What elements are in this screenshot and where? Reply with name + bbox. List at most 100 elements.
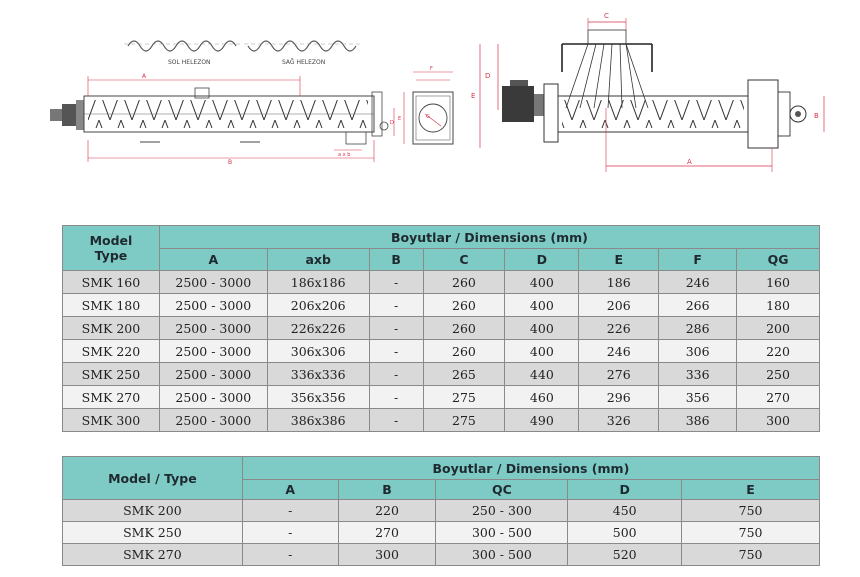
column-header-a: A — [158, 248, 268, 271]
column-header-b: B — [337, 479, 437, 500]
value-cell: - — [368, 408, 424, 432]
sag-helezon-label: SAĞ HELEZON — [282, 59, 325, 66]
value-cell: 750 — [681, 521, 820, 544]
column-header-qc: QC — [435, 479, 569, 500]
value-cell: 226x226 — [266, 316, 370, 340]
value-cell: 440 — [504, 362, 580, 386]
value-cell: 386x386 — [266, 408, 370, 432]
model-cell: SMK 220 — [62, 339, 160, 363]
value-cell: 266 — [658, 293, 738, 317]
column-header-axb: axb — [266, 248, 370, 271]
value-cell: - — [241, 521, 339, 544]
conveyor-with-hopper-right: C D E A B — [471, 12, 825, 172]
model-type-header: Model Type — [62, 225, 160, 271]
value-cell: 260 — [422, 316, 506, 340]
value-cell: 160 — [736, 270, 820, 294]
value-cell: 286 — [658, 316, 738, 340]
model-cell: SMK 250 — [62, 362, 160, 386]
value-cell: 2500 - 3000 — [158, 293, 268, 317]
value-cell: 250 — [736, 362, 820, 386]
value-cell: 2500 - 3000 — [158, 385, 268, 409]
value-cell: 296 — [578, 385, 660, 409]
value-cell: 260 — [422, 339, 506, 363]
dimensions-group-header: Boyutlar / Dimensions (mm) — [158, 225, 821, 249]
column-header-e: E — [578, 248, 660, 271]
value-cell: 400 — [504, 293, 580, 317]
value-cell: 186x186 — [266, 270, 370, 294]
value-cell: 460 — [504, 385, 580, 409]
value-cell: 270 — [736, 385, 820, 409]
value-cell: 200 — [736, 316, 820, 340]
value-cell: 2500 - 3000 — [158, 270, 268, 294]
dim-b-right: B — [814, 112, 819, 120]
dimensions-table-2: Model / Type Boyutlar / Dimensions (mm) … — [62, 456, 821, 566]
dimensions-group-header-2: Boyutlar / Dimensions (mm) — [241, 456, 821, 480]
dim-axb-left: a x b — [338, 152, 350, 158]
value-cell: 336x336 — [266, 362, 370, 386]
dim-d-right: D — [485, 72, 490, 80]
value-cell: 260 — [422, 293, 506, 317]
column-header-d: D — [567, 479, 683, 500]
value-cell: - — [368, 385, 424, 409]
value-cell: 356x356 — [266, 385, 370, 409]
value-cell: - — [241, 499, 339, 522]
value-cell: 750 — [681, 543, 820, 566]
value-cell: 306x306 — [266, 339, 370, 363]
model-header-line1: Model — [89, 233, 133, 248]
column-header-b: B — [368, 248, 424, 271]
dim-c-right: C — [604, 12, 609, 20]
value-cell: - — [368, 339, 424, 363]
dim-f-end: F — [430, 66, 433, 72]
model-cell: SMK 270 — [62, 543, 243, 566]
value-cell: 500 — [567, 521, 683, 544]
value-cell: 520 — [567, 543, 683, 566]
dim-g-end: G — [426, 114, 430, 120]
model-cell: SMK 250 — [62, 521, 243, 544]
value-cell: - — [241, 543, 339, 566]
column-header-d: D — [504, 248, 580, 271]
model-cell: SMK 200 — [62, 316, 160, 340]
value-cell: 300 — [337, 543, 437, 566]
value-cell: 180 — [736, 293, 820, 317]
value-cell: 275 — [422, 385, 506, 409]
value-cell: 400 — [504, 339, 580, 363]
column-header-a: A — [241, 479, 339, 500]
value-cell: 300 — [736, 408, 820, 432]
value-cell: 336 — [658, 362, 738, 386]
value-cell: 750 — [681, 499, 820, 522]
value-cell: 450 — [567, 499, 683, 522]
value-cell: 250 - 300 — [435, 499, 569, 522]
model-cell: SMK 160 — [62, 270, 160, 294]
value-cell: 386 — [658, 408, 738, 432]
column-header-c: C — [422, 248, 506, 271]
value-cell: - — [368, 362, 424, 386]
value-cell: 246 — [578, 339, 660, 363]
sol-helezon-label: SOL HELEZON — [168, 59, 211, 66]
value-cell: 206x206 — [266, 293, 370, 317]
value-cell: 326 — [578, 408, 660, 432]
value-cell: 306 — [658, 339, 738, 363]
dim-a-right: A — [687, 158, 692, 166]
end-view: G F E — [398, 66, 454, 145]
column-header-f: F — [658, 248, 738, 271]
value-cell: 275 — [422, 408, 506, 432]
value-cell: 276 — [578, 362, 660, 386]
column-header-qg: QG — [736, 248, 820, 271]
value-cell: 300 - 500 — [435, 521, 569, 544]
model-cell: SMK 180 — [62, 293, 160, 317]
model-cell: SMK 300 — [62, 408, 160, 432]
sag-helezon-sample: SAĞ HELEZON — [244, 40, 360, 66]
sol-helezon-sample: SOL HELEZON — [124, 40, 240, 66]
value-cell: 246 — [658, 270, 738, 294]
value-cell: 300 - 500 — [435, 543, 569, 566]
value-cell: 206 — [578, 293, 660, 317]
model-cell: SMK 200 — [62, 499, 243, 522]
dim-b-left: B — [228, 159, 232, 166]
model-cell: SMK 270 — [62, 385, 160, 409]
